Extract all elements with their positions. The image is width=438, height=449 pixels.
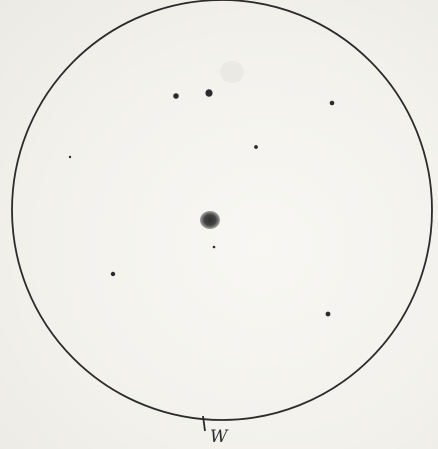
star xyxy=(173,93,179,99)
star xyxy=(254,145,258,149)
west-tick-mark xyxy=(203,416,205,431)
direction-label-west: W xyxy=(210,427,229,447)
star xyxy=(111,272,115,276)
star xyxy=(326,312,331,317)
smudge-mark xyxy=(220,61,244,83)
star xyxy=(69,156,71,158)
star xyxy=(330,101,335,106)
star xyxy=(205,89,212,97)
central-nebula xyxy=(200,211,220,229)
star xyxy=(213,246,216,249)
field-of-view-circle xyxy=(12,0,432,420)
